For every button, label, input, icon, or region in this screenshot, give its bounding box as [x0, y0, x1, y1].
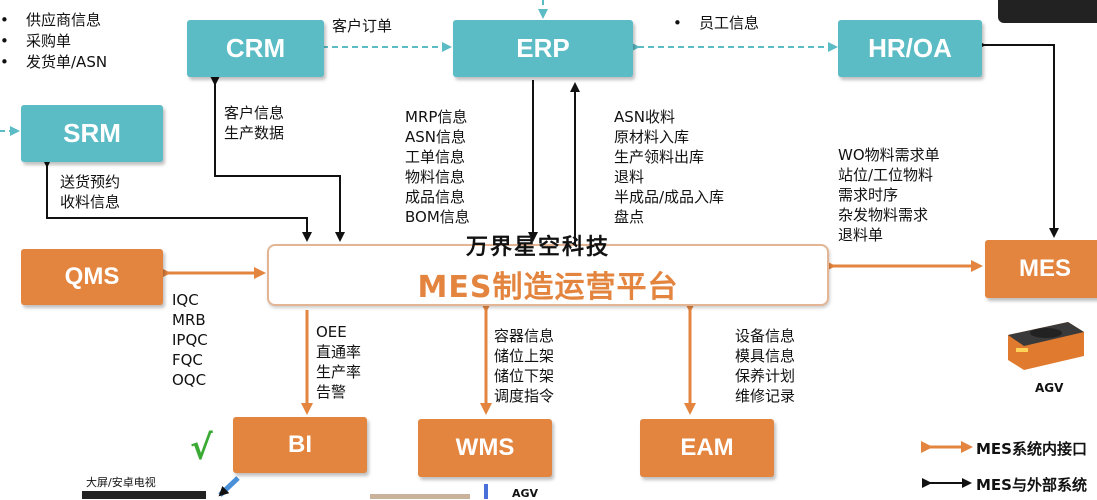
wms-photo	[370, 494, 470, 499]
bi-screen-arrow	[218, 476, 240, 497]
srm-mes-label: 送货预约 收料信息	[60, 173, 121, 211]
eam-label: 设备信息 模具信息 保养计划 维修记录	[735, 327, 796, 405]
hroa-mes-label: WO物料需求单 站位/工位物料 需求时序 杂发物料需求 退料单	[838, 146, 940, 244]
mes-platform-box: MES制造运营平台	[267, 244, 829, 306]
company-watermark: 万界星空科技	[466, 234, 611, 260]
list-item: •发货单/ASN	[0, 53, 108, 71]
srm-mes-link	[42, 158, 312, 242]
screen-device	[82, 491, 206, 499]
bi-label: OEE 直通率 生产率 告警	[316, 323, 362, 401]
srm-info-list: •供应商信息 •采购单 •发货单/ASN	[0, 10, 107, 73]
screen-label: 大屏/安卓电视	[86, 476, 156, 489]
erp-mes-label: MRP信息 ASN信息 工单信息 物料信息 成品信息 BOM信息	[405, 108, 470, 226]
legend-internal-label: MES系统内接口	[976, 440, 1087, 458]
legend-external-label: MES与外部系统	[976, 476, 1087, 494]
hroa-mes-link	[976, 40, 1059, 238]
srm-box: SRM	[21, 105, 163, 162]
wms-box: WMS	[418, 419, 552, 477]
wms-label: 容器信息 储位上架 储位下架 调度指令	[494, 327, 555, 405]
crm-mes-label: 客户信息 生产数据	[224, 104, 285, 142]
agv-label: AGV	[1035, 381, 1064, 395]
crm-erp-label: 客户订单	[332, 17, 393, 35]
agv-bottom-label: AGV	[512, 487, 539, 500]
eam-box: EAM	[640, 419, 774, 477]
list-item: •采购单	[0, 32, 72, 50]
crm-box: CRM	[187, 20, 324, 77]
list-item: •供应商信息	[0, 11, 102, 29]
employee-info-bullet: •员工信息	[673, 14, 760, 32]
check-mark: √	[190, 428, 213, 468]
mes-erp-label: ASN收料 原材料入库 生产领料出库 退料 半成品/成品入库 盘点	[614, 108, 725, 226]
erp-box: ERP	[453, 20, 633, 77]
hroa-box: HR/OA	[838, 20, 982, 77]
platform-title: MES制造运营平台	[417, 270, 679, 305]
corner-dark-panel	[998, 0, 1097, 23]
mes-box: MES	[985, 240, 1097, 298]
agv-robot-image	[1008, 322, 1084, 370]
bi-box: BI	[233, 417, 367, 473]
qms-label: IQC MRB IPQC FQC OQC	[172, 291, 208, 389]
qms-box: QMS	[21, 249, 163, 305]
